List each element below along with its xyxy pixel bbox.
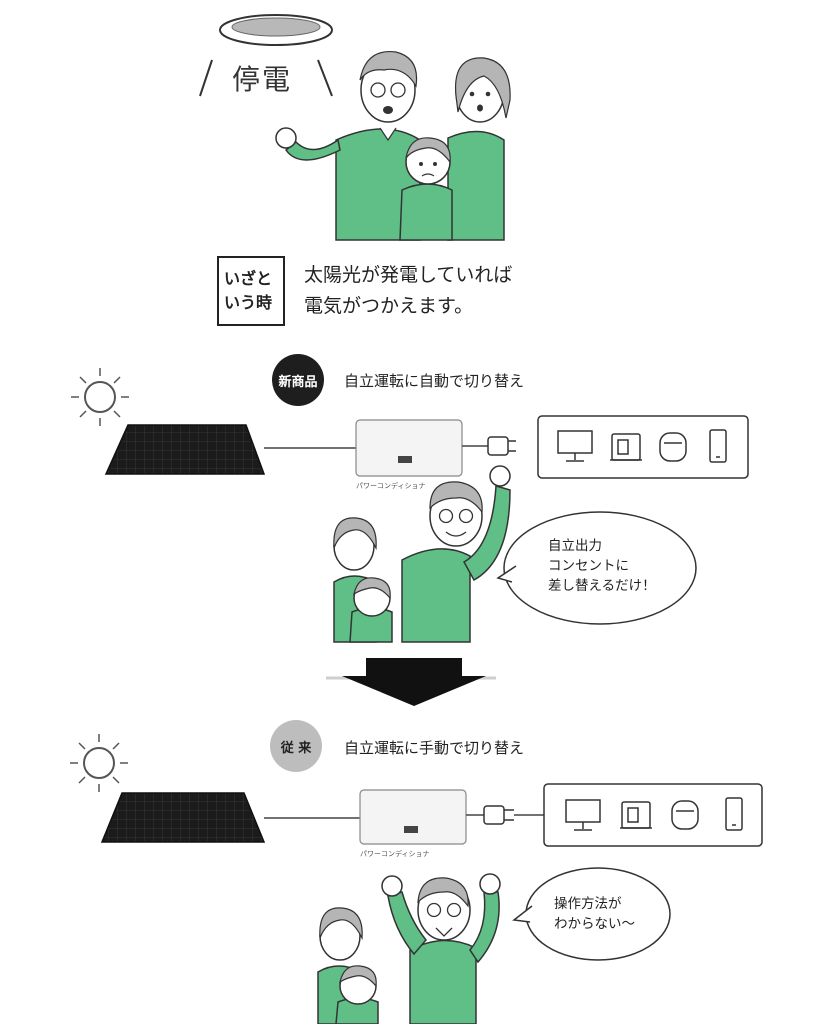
child-scared (399, 137, 453, 241)
conventional-badge: 従 来 (270, 720, 322, 772)
speech-bubble-new (496, 511, 697, 625)
appliance-group-conventional (543, 783, 763, 847)
speech-bubble-conventional-line-2: わからない〜 (554, 916, 635, 932)
solar-panel-conventional (100, 792, 266, 843)
smartphone-icon (709, 429, 727, 463)
solar-panel-new (104, 424, 266, 475)
outage-label: 停電 (232, 63, 293, 96)
outage-emphasis-lines (199, 59, 333, 97)
new-product-badge: 新商品 (272, 354, 324, 406)
family-conventional-confused (317, 873, 501, 1024)
kettle-icon (659, 432, 687, 462)
appliance-group-new (537, 415, 749, 479)
father-surprised (275, 50, 421, 241)
power-conditioner-label-new: パワーコンディショナ (356, 482, 426, 490)
family-new-relaxed (333, 465, 511, 643)
emergency-description: 太陽光が発電していれば 電気がつかえます。 (304, 260, 512, 322)
emergency-note-line-2: いう時 (224, 293, 273, 312)
down-arrow (326, 658, 496, 706)
father-new (401, 465, 511, 643)
new-product-mode-text: 自立運転に自動で切り替え (344, 372, 525, 390)
sun-icon-conventional (70, 734, 128, 792)
tv-icon (565, 799, 601, 831)
speech-bubble-new-text: 自立出力 コンセントに 差し替えるだけ！ (548, 536, 656, 596)
smartphone-icon (725, 797, 743, 831)
tv-icon (557, 430, 593, 462)
father-conventional (381, 873, 501, 1024)
emergency-note-box: いざと いう時 (217, 256, 285, 326)
speech-bubble-conventional-text: 操作方法が わからない〜 (554, 894, 635, 934)
power-conditioner-label-conventional: パワーコンディショナ (360, 850, 430, 858)
speech-bubble-new-line-2: コンセントに (548, 558, 629, 574)
child-conventional (335, 965, 379, 1024)
speech-bubble-conventional (512, 867, 671, 961)
sun-icon-new (71, 368, 129, 426)
kettle-icon (671, 800, 699, 830)
power-conditioner-new (355, 419, 463, 477)
mother-worried (447, 57, 511, 241)
conventional-mode-text: 自立運転に手動で切り替え (344, 739, 525, 757)
child-new (349, 577, 393, 643)
speech-bubble-new-line-1: 自立出力 (548, 538, 602, 554)
speech-bubble-new-line-3: 差し替えるだけ！ (548, 578, 656, 594)
family-top (275, 50, 511, 241)
emergency-description-line-1: 太陽光が発電していれば (304, 264, 513, 286)
power-conditioner-conventional (359, 789, 467, 845)
plug-icon-new (487, 436, 516, 456)
rice-cooker-icon (620, 801, 652, 829)
ceiling-light (219, 14, 333, 46)
rice-cooker-icon (610, 433, 642, 461)
speech-bubble-conventional-line-1: 操作方法が (554, 896, 622, 912)
emergency-description-line-2: 電気がつかえます。 (304, 295, 474, 317)
emergency-note-line-1: いざと (224, 269, 273, 288)
plug-icon-conventional (483, 805, 544, 825)
